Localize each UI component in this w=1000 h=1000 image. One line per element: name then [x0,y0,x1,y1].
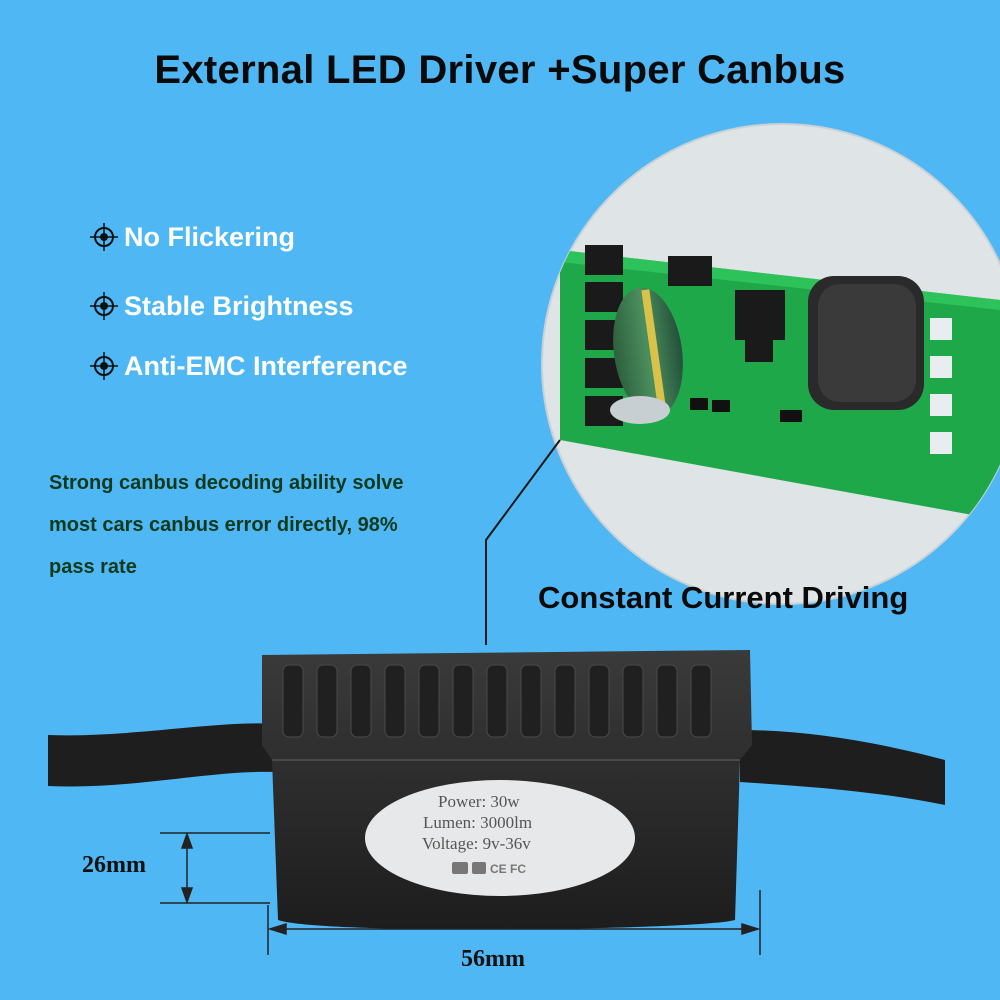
height-dimension [160,831,270,905]
crosshair-bullet-icon [90,292,118,320]
width-dimension [267,890,761,955]
spec-power: Power: 30w [438,792,520,811]
callout-line [485,439,561,645]
feature-item: Anti-EMC Interference [90,348,408,384]
cable-left [48,723,275,787]
crosshair-bullet-icon [90,223,118,251]
description-line: pass rate [49,556,137,578]
cable-right [740,730,945,805]
height-label: 26mm [82,852,146,878]
feature-label: No Flickering [124,221,296,252]
spec-voltage: Voltage: 9v-36v [422,834,531,853]
feature-label: Stable Brightness [124,290,354,321]
spec-label-oval [365,780,635,896]
feature-item: No Flickering [90,219,295,255]
description-line: most cars canbus error directly, 98% [49,514,398,536]
feature-item: Stable Brightness [90,288,354,324]
width-label: 56mm [461,946,525,972]
svg-text:CE FC: CE FC [490,862,526,876]
cert-icons: CE FC [452,862,526,876]
crosshair-bullet-icon [90,352,118,380]
page-title: External LED Driver +Super Canbus [154,48,846,92]
pcb-zoom-circle [541,123,1000,605]
canbus-description: Strong canbus decoding ability solve mos… [49,462,509,588]
feature-label: Anti-EMC Interference [124,350,408,381]
zoom-caption: Constant Current Driving [538,580,909,615]
description-line: Strong canbus decoding ability solve [49,472,404,494]
driver-housing: CE FC [262,650,752,930]
spec-lumen: Lumen: 3000lm [423,813,533,832]
